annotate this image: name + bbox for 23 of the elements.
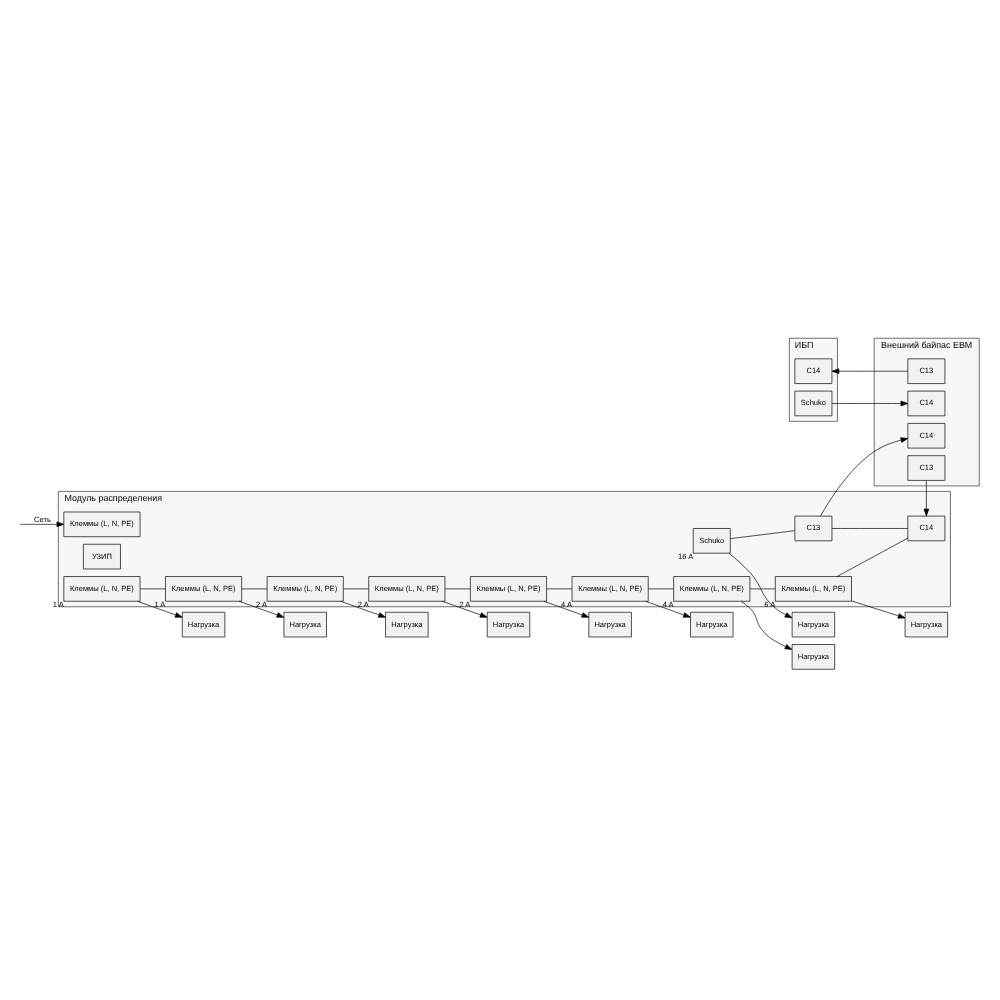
arrow <box>543 599 590 617</box>
arrow <box>851 599 906 618</box>
arrow <box>831 367 909 373</box>
arrow <box>923 479 930 516</box>
arrow <box>831 399 909 406</box>
arrow <box>20 520 65 527</box>
connector <box>343 587 369 589</box>
arrow <box>740 599 793 649</box>
connector <box>546 587 573 589</box>
connector <box>648 587 674 589</box>
arrow <box>137 599 183 617</box>
connector <box>139 587 166 589</box>
connector <box>730 529 795 538</box>
arrow <box>820 436 909 516</box>
arrow <box>340 599 386 617</box>
arrow <box>238 599 285 617</box>
connector <box>831 527 909 528</box>
arrow <box>645 599 691 617</box>
connector <box>836 536 909 576</box>
arrow <box>728 551 793 618</box>
connector <box>749 587 776 589</box>
connector <box>444 587 471 589</box>
arrow <box>441 599 488 617</box>
